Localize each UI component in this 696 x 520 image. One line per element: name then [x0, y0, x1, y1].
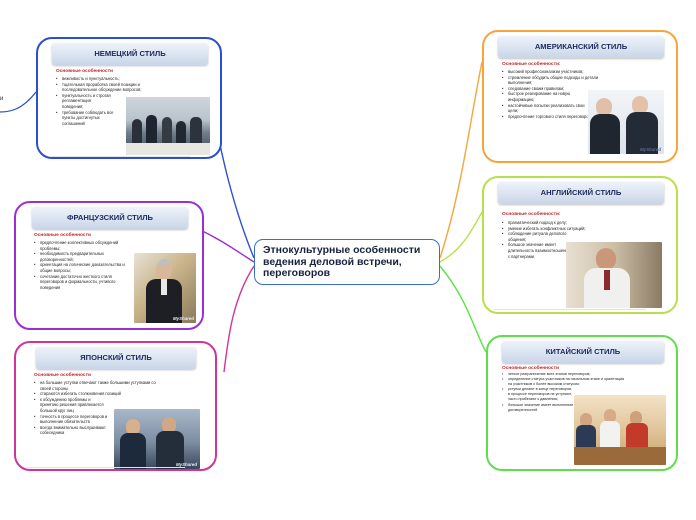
photo-watermark: MyShared — [173, 316, 194, 321]
list-item: тщательная проработка своей позиции и по… — [56, 82, 168, 93]
list-item: определение статуса участников на началь… — [502, 377, 626, 387]
link-american — [439, 61, 483, 259]
list-item: прагматический подход к делу; — [502, 220, 628, 226]
card-japanese-points: на большие уступки отвечают также больши… — [34, 380, 158, 436]
link-japanese — [223, 265, 255, 373]
card-french-style[interactable]: ФРАНЦУЗСКИЙ СТИЛЬ Основные особенности п… — [14, 201, 204, 330]
list-item: ориентация на логические доказательства … — [34, 262, 128, 273]
list-item: пунктуальность и строгая регламентация п… — [56, 93, 112, 110]
french-businessman-photo: MyShared — [134, 253, 196, 323]
list-item: стремление обсудить общие подходы и дета… — [502, 75, 622, 86]
list-item: соблюдение ритуала делового общения; — [502, 231, 574, 242]
card-german-subtitle: Основные особенности — [56, 69, 113, 74]
list-item: предпочтение коллективных обсуждений про… — [34, 240, 128, 251]
list-item: предпочтение торгового стиля переговоров — [502, 114, 592, 120]
list-item: большое значение имеет выполнение догово… — [502, 403, 574, 413]
list-item: настойчивые попытки реализовать свои цел… — [502, 103, 586, 114]
card-american-subtitle: Основные особенности: — [502, 62, 561, 67]
link-english — [439, 211, 483, 263]
list-item: следование своим правилам; — [502, 86, 622, 92]
list-item: сочетание достаточно жесткого стиля пере… — [34, 274, 128, 291]
list-item: вежливость и пунктуальность; — [56, 76, 168, 82]
list-item: требование соблюдать все пункты достигну… — [56, 110, 118, 127]
english-businessman-photo — [566, 242, 662, 308]
list-item: необходимость предварительных договоренн… — [34, 251, 128, 262]
card-divider — [48, 156, 190, 157]
edge-fragment-text: и — [0, 96, 4, 102]
card-english-title: АНГЛИЙСКИЙ СТИЛЬ — [498, 182, 664, 204]
card-american-points: высокий профессионализм участников; стре… — [502, 69, 622, 119]
card-english-style[interactable]: АНГЛИЙСКИЙ СТИЛЬ Основные особенности: п… — [482, 176, 678, 314]
card-english-points: прагматический подход к делу; умение изб… — [502, 220, 628, 259]
list-item: на большие уступки отвечают также больши… — [34, 380, 158, 391]
link-chinese — [439, 265, 487, 353]
list-item: точность в процессе переговоров и выполн… — [34, 414, 110, 425]
list-item: стараются избегать столкновения позиций — [34, 391, 158, 397]
card-chinese-title: КИТАЙСКИЙ СТИЛЬ — [502, 341, 664, 363]
card-american-title: АМЕРИКАНСКИЙ СТИЛЬ — [498, 36, 664, 58]
card-german-points: вежливость и пунктуальность; тщательная … — [56, 76, 168, 126]
german-meeting-photo — [126, 97, 210, 155]
card-divider — [26, 467, 185, 468]
card-american-style[interactable]: АМЕРИКАНСКИЙ СТИЛЬ Основные особенности:… — [482, 30, 678, 163]
card-japanese-style[interactable]: ЯПОНСКИЙ СТИЛЬ Основные особенности на б… — [14, 341, 217, 471]
central-topic-title: Этнокультурные особенности ведения делов… — [263, 244, 421, 279]
list-item: к обсуждению проблемы и принятию решения… — [34, 397, 110, 414]
card-divider — [494, 309, 646, 310]
card-japanese-title: ЯПОНСКИЙ СТИЛЬ — [36, 347, 196, 369]
list-item: большое значение имеет длительность взаи… — [502, 242, 572, 259]
card-japanese-subtitle: Основные особенности — [34, 373, 91, 378]
card-english-subtitle: Основные особенности: — [502, 212, 561, 217]
list-item: уступки делают в конце переговоров, в пр… — [502, 387, 574, 402]
link-french — [195, 227, 255, 263]
list-item: высокий профессионализм участников; — [502, 69, 622, 75]
link-german-tail — [0, 91, 37, 113]
photo-watermark: MyShared — [176, 462, 197, 467]
card-german-title: НЕМЕЦКИЙ СТИЛЬ — [52, 43, 208, 65]
japanese-meeting-photo: MyShared — [114, 409, 200, 469]
card-chinese-subtitle: Основные особенности — [502, 366, 559, 371]
card-french-subtitle: Основные особенности — [34, 233, 91, 238]
card-french-title: ФРАНЦУЗСКИЙ СТИЛЬ — [32, 207, 188, 229]
chinese-meeting-photo — [574, 395, 666, 465]
photo-watermark: MyShared — [640, 147, 661, 152]
card-french-points: предпочтение коллективных обсуждений про… — [34, 240, 128, 290]
list-item: всегда внимательно выслушивают собеседни… — [34, 425, 112, 436]
card-german-style[interactable]: НЕМЕЦКИЙ СТИЛЬ Основные особенности вежл… — [36, 37, 222, 159]
list-item: быстрое реагирование на новую информацию… — [502, 91, 586, 102]
card-chinese-style[interactable]: КИТАЙСКИЙ СТИЛЬ Основные особенности чет… — [486, 335, 678, 471]
list-item: четкое разграничение всех этапов перегов… — [502, 372, 626, 377]
american-politicians-photo: MyShared — [588, 90, 664, 154]
central-topic[interactable]: Этнокультурные особенности ведения делов… — [254, 239, 440, 285]
card-chinese-points: четкое разграничение всех этапов перегов… — [502, 372, 626, 413]
list-item: умение избегать конфликтных ситуаций; — [502, 226, 628, 232]
